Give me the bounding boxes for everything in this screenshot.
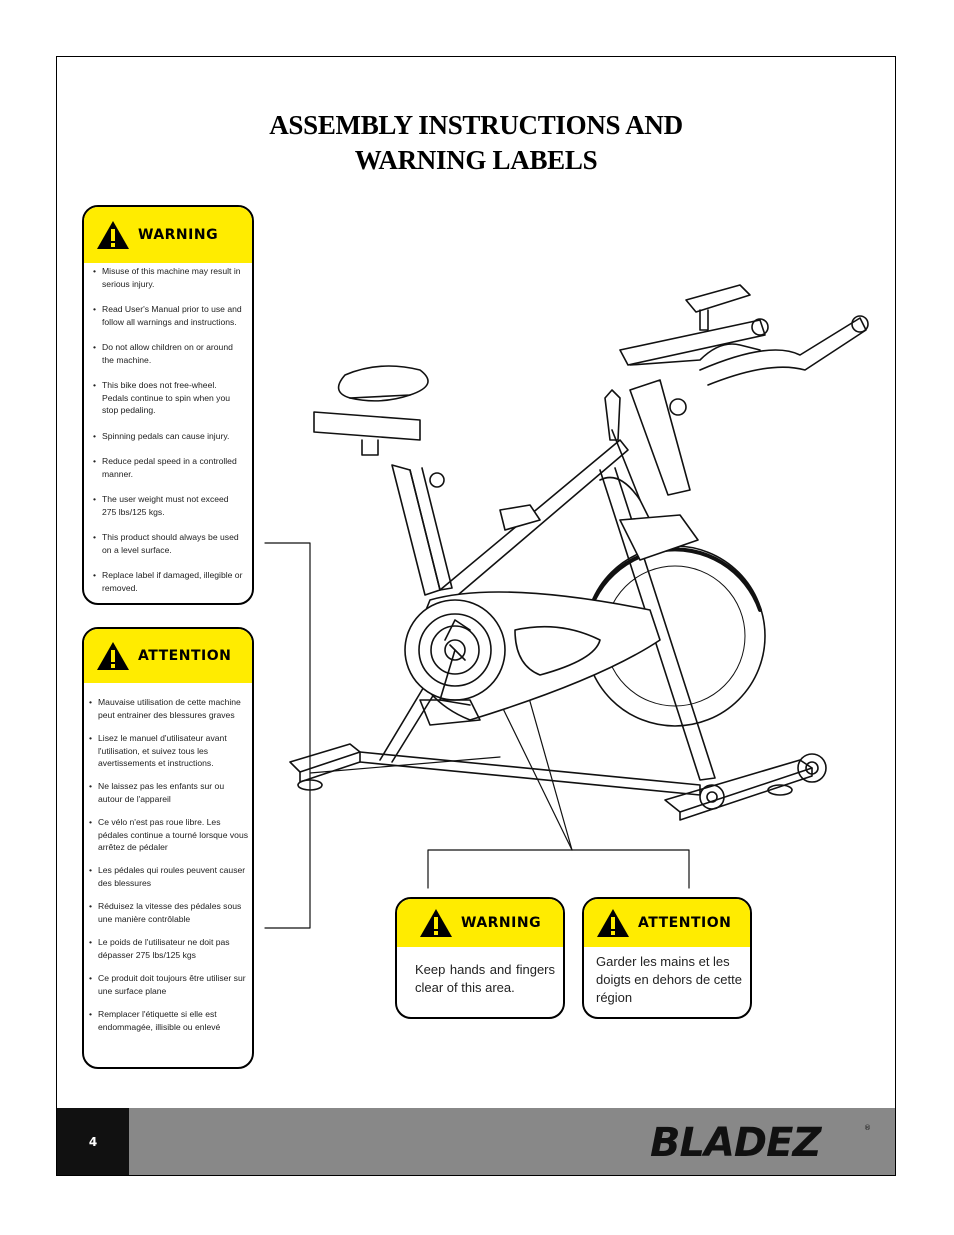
attention-item: Lisez le manuel d'utilisateur avant l'ut… (89, 732, 250, 770)
warning-item: Misuse of this machine may result in ser… (93, 265, 244, 290)
brand-wordmark: BLADEZ (650, 1120, 822, 1162)
attention-item: Remplacer l'étiquette si elle est endomm… (89, 1008, 250, 1033)
warning-item: Do not allow children on or around the m… (93, 341, 244, 366)
attention-item: Mauvaise utilisation de cette machine pe… (89, 696, 250, 721)
attention-item: Ce vélo n'est pas roue libre. Les pédale… (89, 816, 250, 854)
warning-label-header: WARNING (84, 207, 252, 263)
attention-label: ATTENTION Mauvaise utilisation de cette … (82, 627, 254, 1069)
page-title-line-2: WARNING LABELS (354, 145, 598, 175)
page-number: 4 (57, 1108, 129, 1175)
warning-label-heading: WARNING (138, 227, 219, 243)
warning-item: This product should always be used on a … (93, 531, 244, 556)
attention-label-header: ATTENTION (84, 629, 252, 683)
warning-triangle-icon (419, 908, 453, 938)
warning-item: Reduce pedal speed in a controlled manne… (93, 455, 244, 480)
guard-warning-label: WARNING Keep hands and fingers clear of … (395, 897, 565, 1019)
warning-item: Replace label if damaged, illegible or r… (93, 569, 244, 594)
guard-attention-text: Garder les mains et les doigts en dehors… (596, 954, 742, 1005)
attention-item: Réduisez la vitesse des pédales sous une… (89, 900, 250, 925)
page-title: ASSEMBLY INSTRUCTIONS AND WARNING LABELS (56, 108, 896, 178)
warning-item: This bike does not free-wheel. Pedals co… (93, 379, 244, 417)
guard-warning-heading: WARNING (461, 915, 542, 931)
attention-label-heading: ATTENTION (138, 648, 232, 664)
guard-attention-header: ATTENTION (584, 899, 750, 947)
guard-warning-header: WARNING (397, 899, 563, 947)
warning-triangle-icon (96, 220, 130, 250)
warning-item: Spinning pedals can cause injury. (93, 430, 229, 443)
attention-item: Les pédales qui roules peuvent causer de… (89, 864, 250, 889)
warning-item: The user weight must not exceed 275 lbs/… (93, 493, 244, 518)
guard-attention-heading: ATTENTION (638, 915, 732, 931)
attention-item: Ne laissez pas les enfants sur ou autour… (89, 780, 250, 805)
warning-triangle-icon (596, 908, 630, 938)
page-frame (56, 56, 896, 1176)
warning-label: WARNING Misuse of this machine may resul… (82, 205, 254, 605)
page-title-line-1: ASSEMBLY INSTRUCTIONS AND (269, 110, 683, 140)
attention-item: Ce produit doit toujours être utiliser s… (89, 972, 250, 997)
guard-attention-label: ATTENTION Garder les mains et les doigts… (582, 897, 752, 1019)
bladez-logo-icon: BLADEZ ® (650, 1120, 871, 1166)
guard-warning-text: Keep hands and fingers clear of this are… (415, 962, 555, 995)
footer-bar (129, 1108, 895, 1175)
warning-triangle-icon (96, 641, 130, 671)
brand-registered-mark: ® (864, 1124, 871, 1132)
brand-logo: BLADEZ ® (650, 1120, 882, 1167)
warning-item: Read User's Manual prior to use and foll… (93, 303, 244, 328)
attention-item: Le poids de l'utilisateur ne doit pas dé… (89, 936, 250, 961)
